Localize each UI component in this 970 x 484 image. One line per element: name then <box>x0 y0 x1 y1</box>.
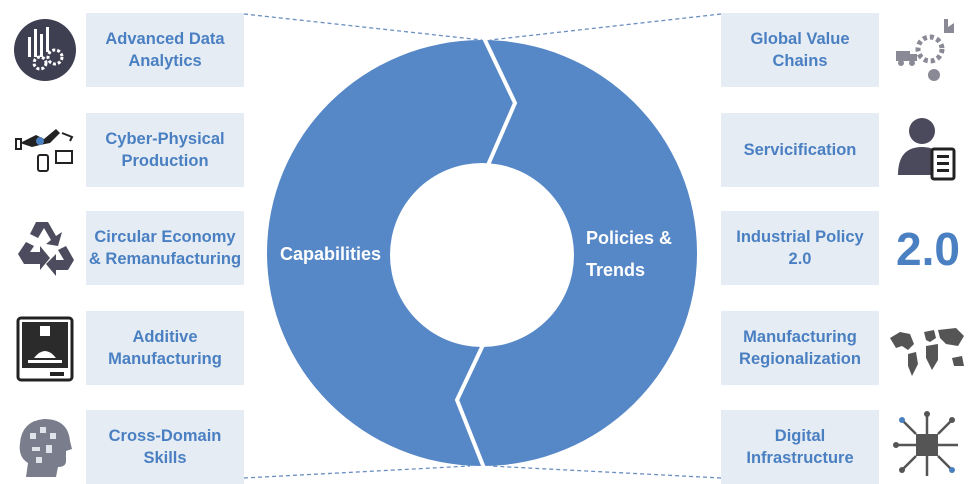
head-collage-icon <box>10 413 80 483</box>
connector-top-left <box>243 13 483 41</box>
capability-box-cyber-physical-production: Cyber-Physical Production <box>86 113 244 187</box>
version-text-icon: 2.0 <box>896 223 960 275</box>
ring-split-top <box>482 37 518 166</box>
ring <box>266 40 698 466</box>
circuit-board-icon <box>892 410 962 480</box>
recycle-icon <box>10 214 80 284</box>
capability-box-additive-manufacturing: Additive Manufacturing <box>86 311 244 385</box>
ring-split-bottom <box>454 344 486 469</box>
capabilities-label: Capabilities <box>280 244 382 264</box>
policies-trends-label: Policies & Trends <box>586 228 673 280</box>
robot-arm-devices-icon <box>10 115 80 185</box>
policy-box-manufacturing-regionalization: Manufacturing Regionalization <box>721 311 879 385</box>
data-analytics-gears-icon <box>10 15 80 85</box>
capability-box-cross-domain-skills: Cross-Domain Skills <box>86 410 244 484</box>
policy-box-global-value-chains: Global Value Chains <box>721 13 879 87</box>
world-map-icon <box>886 314 968 384</box>
capability-box-advanced-data-analytics: Advanced Data Analytics <box>86 13 244 87</box>
capability-box-circular-economy: Circular Economy & Remanufacturing <box>86 211 244 285</box>
3d-printer-icon <box>10 314 80 384</box>
connector-bottom-left <box>243 465 471 479</box>
policy-box-digital-infrastructure: Digital Infrastructure <box>721 410 879 484</box>
connector-bottom-right <box>489 465 722 479</box>
connector-top-right <box>489 13 722 41</box>
policy-box-industrial-policy: Industrial Policy 2.0 <box>721 211 879 285</box>
person-clipboard-icon <box>892 115 962 185</box>
policy-box-servicification: Servicification <box>721 113 879 187</box>
truck-factory-gears-icon <box>892 15 962 85</box>
